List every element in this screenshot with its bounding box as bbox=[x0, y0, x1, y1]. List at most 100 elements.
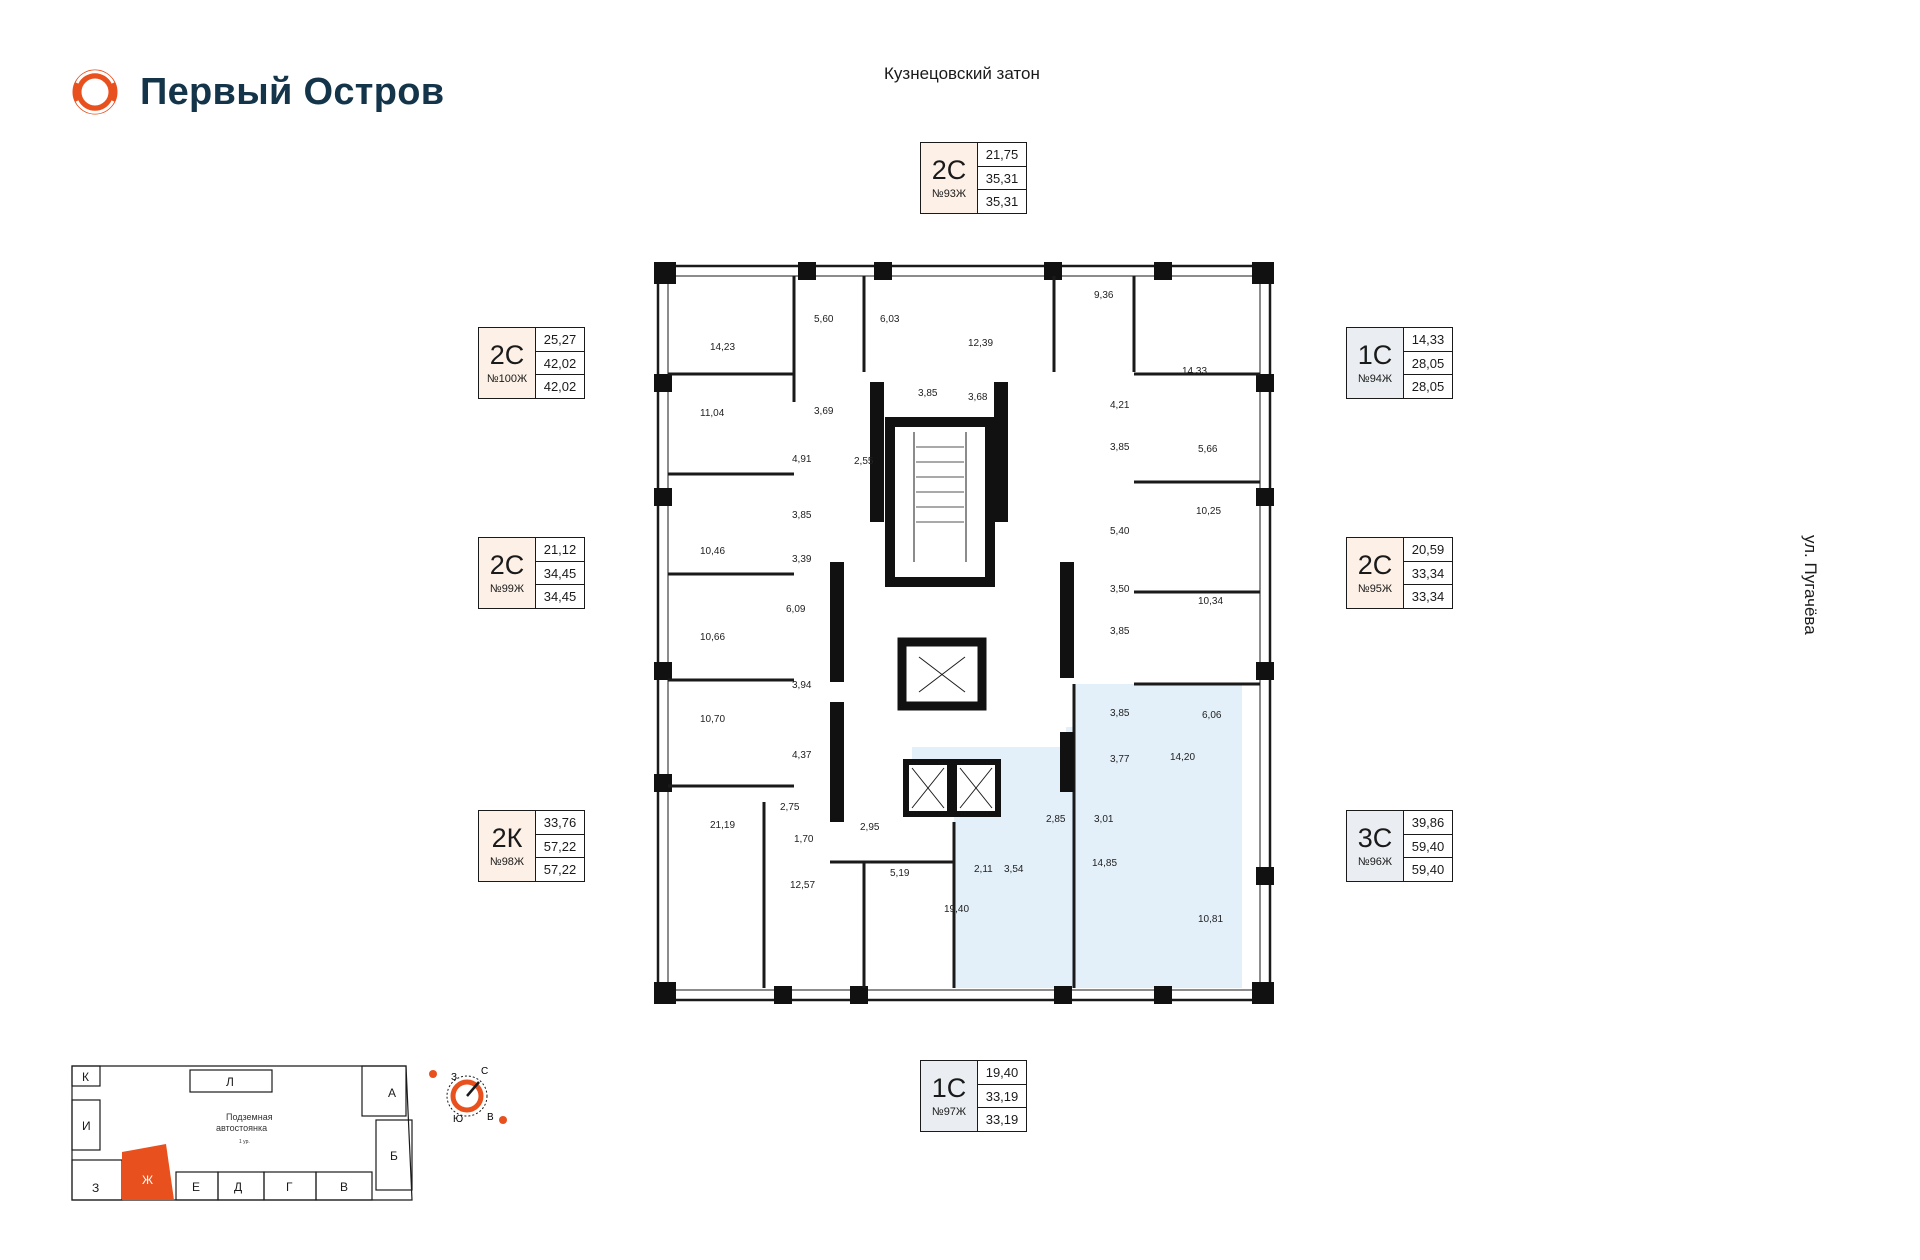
svg-text:2,11: 2,11 bbox=[974, 864, 993, 875]
apartment-number: №96Ж bbox=[1357, 856, 1393, 868]
outer-wall bbox=[656, 264, 1272, 1002]
compass-icon: З С Ю В bbox=[429, 1066, 507, 1125]
svg-text:11,04: 11,04 bbox=[700, 408, 725, 419]
living-area: 21,12 bbox=[543, 541, 577, 557]
svg-text:10,46: 10,46 bbox=[700, 546, 725, 557]
key-plan: К Л А И Б З Ж Е Д Г В Подземная автостоя… bbox=[71, 1065, 413, 1201]
full-area: 28,05 bbox=[1404, 374, 1452, 398]
apartment-number: №100Ж bbox=[486, 373, 528, 385]
columns bbox=[654, 262, 1274, 1004]
apartment-type-cell: 2К №98Ж bbox=[479, 811, 536, 881]
svg-text:4,37: 4,37 bbox=[792, 750, 812, 761]
living-area: 21,75 bbox=[985, 146, 1019, 162]
svg-text:3,54: 3,54 bbox=[1004, 864, 1024, 875]
svg-text:3,77: 3,77 bbox=[1110, 754, 1130, 765]
apartment-areas: 19,40 33,19 33,19 bbox=[978, 1061, 1026, 1131]
apartment-card-96[interactable]: 3С №96Ж 39,86 59,40 59,40 bbox=[1346, 810, 1453, 882]
logo-ring-icon bbox=[72, 69, 118, 115]
svg-text:9,36: 9,36 bbox=[1094, 290, 1114, 301]
apartment-card-94[interactable]: 1С №94Ж 14,33 28,05 28,05 bbox=[1346, 327, 1453, 399]
selected-apartment-area-top[interactable] bbox=[1074, 684, 1242, 988]
total-area: 33,19 bbox=[978, 1083, 1026, 1108]
svg-text:4,21: 4,21 bbox=[1110, 400, 1130, 411]
apartment-number: №99Ж bbox=[489, 583, 525, 595]
total-area: 34,45 bbox=[536, 560, 584, 585]
svg-text:2,75: 2,75 bbox=[780, 802, 800, 813]
apartment-card-98[interactable]: 2К №98Ж 33,76 57,22 57,22 bbox=[478, 810, 585, 882]
shaft-walls bbox=[830, 382, 1074, 822]
svg-text:3,85: 3,85 bbox=[1110, 626, 1130, 637]
full-area: 33,19 bbox=[978, 1107, 1026, 1131]
svg-text:В: В bbox=[487, 1112, 494, 1123]
svg-text:3,85: 3,85 bbox=[1110, 442, 1130, 453]
apartment-number: №94Ж bbox=[1357, 373, 1393, 385]
svg-text:3,85: 3,85 bbox=[792, 510, 812, 521]
apartment-type: 2С bbox=[931, 155, 967, 185]
svg-text:Е: Е bbox=[192, 1180, 200, 1194]
svg-text:Подземная: Подземная bbox=[226, 1112, 273, 1122]
svg-text:2,85: 2,85 bbox=[1046, 814, 1066, 825]
svg-text:Л: Л bbox=[226, 1075, 234, 1089]
svg-text:К: К bbox=[82, 1070, 89, 1084]
selected-section-zh[interactable] bbox=[122, 1144, 174, 1200]
interior-walls bbox=[668, 276, 1260, 988]
total-area: 59,40 bbox=[1404, 833, 1452, 858]
selected-apartment-area-left[interactable] bbox=[954, 802, 1074, 988]
svg-text:В: В bbox=[340, 1180, 348, 1194]
full-area: 59,40 bbox=[1404, 857, 1452, 881]
full-area: 33,34 bbox=[1404, 584, 1452, 608]
svg-text:Ю: Ю bbox=[453, 1114, 463, 1125]
svg-text:6,09: 6,09 bbox=[786, 604, 806, 615]
svg-text:10,66: 10,66 bbox=[700, 632, 725, 643]
street-top-label: Кузнецовский затон bbox=[884, 64, 1040, 83]
brand-logo[interactable]: Первый Остров bbox=[68, 64, 444, 120]
apartment-number: №97Ж bbox=[931, 1106, 967, 1118]
apartment-type: 2С bbox=[489, 550, 525, 580]
apartment-card-97[interactable]: 1С №97Ж 19,40 33,19 33,19 bbox=[920, 1060, 1027, 1132]
svg-text:5,40: 5,40 bbox=[1110, 526, 1130, 537]
living-area: 25,27 bbox=[543, 331, 577, 347]
svg-text:14,85: 14,85 bbox=[1092, 858, 1117, 869]
full-area: 34,45 bbox=[536, 584, 584, 608]
svg-text:автостоянка: автостоянка bbox=[216, 1123, 267, 1133]
svg-text:3,94: 3,94 bbox=[792, 680, 812, 691]
svg-text:6,06: 6,06 bbox=[1202, 710, 1222, 721]
apartment-areas: 21,12 34,45 34,45 bbox=[536, 538, 584, 608]
full-area: 42,02 bbox=[536, 374, 584, 398]
svg-text:Г: Г bbox=[286, 1180, 293, 1194]
svg-text:И: И bbox=[82, 1119, 91, 1133]
svg-text:2,95: 2,95 bbox=[860, 822, 880, 833]
apartment-areas: 21,75 35,31 35,31 bbox=[978, 143, 1026, 213]
apartment-type-cell: 1С №94Ж bbox=[1347, 328, 1404, 398]
svg-text:10,70: 10,70 bbox=[700, 714, 725, 725]
svg-text:3,39: 3,39 bbox=[792, 554, 812, 565]
svg-text:С: С bbox=[481, 1066, 488, 1077]
apartment-type-cell: 2С №95Ж bbox=[1347, 538, 1404, 608]
apartment-card-93[interactable]: 2С №93Ж 21,75 35,31 35,31 bbox=[920, 142, 1027, 214]
svg-text:Ж: Ж bbox=[142, 1173, 153, 1187]
svg-text:5,66: 5,66 bbox=[1198, 444, 1218, 455]
apartment-type: 2К bbox=[491, 823, 523, 853]
apartment-card-100[interactable]: 2С №100Ж 25,27 42,02 42,02 bbox=[478, 327, 585, 399]
svg-text:21,19: 21,19 bbox=[710, 820, 735, 831]
apartment-type: 2С bbox=[1357, 550, 1393, 580]
apartment-number: №95Ж bbox=[1357, 583, 1393, 595]
room-labels: 14,23 5,60 6,03 12,39 9,36 14,33 3,69 3,… bbox=[700, 290, 1223, 925]
living-area: 39,86 bbox=[1411, 814, 1445, 830]
apartment-type-cell: 2С №100Ж bbox=[479, 328, 536, 398]
apartment-card-95[interactable]: 2С №95Ж 20,59 33,34 33,34 bbox=[1346, 537, 1453, 609]
svg-text:1,70: 1,70 bbox=[794, 834, 814, 845]
apartment-type: 3С bbox=[1357, 823, 1393, 853]
total-area: 35,31 bbox=[978, 165, 1026, 190]
svg-text:3,50: 3,50 bbox=[1110, 584, 1130, 595]
apartment-type-cell: 2С №99Ж bbox=[479, 538, 536, 608]
svg-text:5,19: 5,19 bbox=[890, 868, 910, 879]
apartment-type: 1С bbox=[931, 1073, 967, 1103]
total-area: 42,02 bbox=[536, 350, 584, 375]
svg-text:12,39: 12,39 bbox=[968, 338, 993, 349]
svg-text:3,69: 3,69 bbox=[814, 406, 834, 417]
apartment-type: 1С bbox=[1357, 340, 1393, 370]
floor-plan: 14,23 5,60 6,03 12,39 9,36 14,33 3,69 3,… bbox=[654, 262, 1274, 1004]
apartment-card-99[interactable]: 2С №99Ж 21,12 34,45 34,45 bbox=[478, 537, 585, 609]
building-core bbox=[885, 417, 1001, 817]
